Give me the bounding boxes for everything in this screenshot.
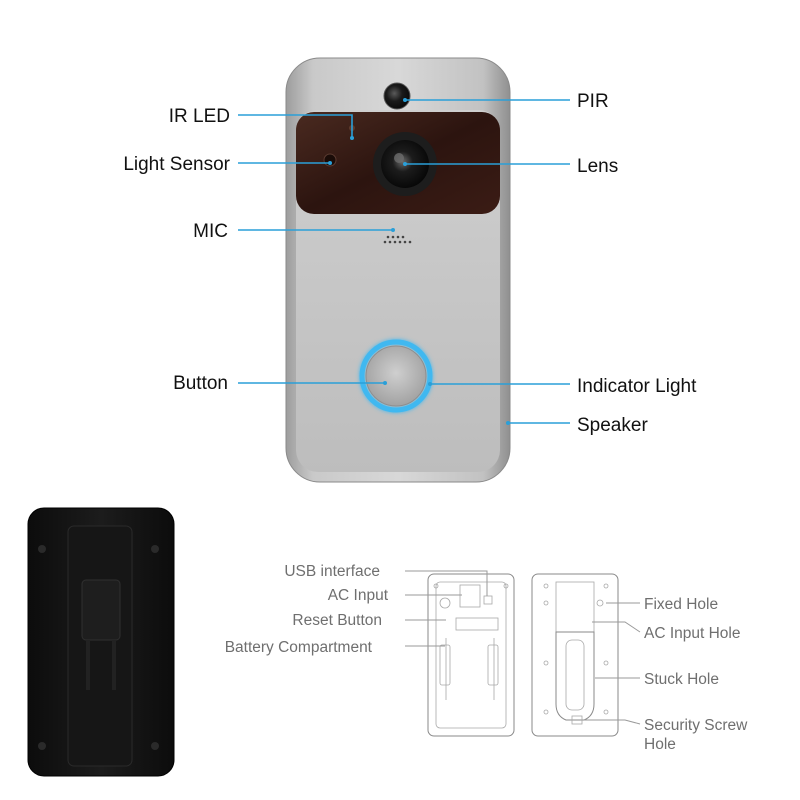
label-usb-interface: USB interface [284,563,380,580]
label-pir: PIR [577,91,609,112]
back-sketch [427,573,515,737]
label-ac-input: AC Input [328,587,389,604]
label-security-screw-hole-line2: Hole [644,736,676,753]
label-ir-led: IR LED [169,106,230,127]
label-lens: Lens [577,156,618,177]
label-reset-button: Reset Button [292,612,382,629]
label-security-screw-hole: Security Screw [644,717,748,734]
doorbell-front [285,57,511,483]
pir-sensor [383,82,411,110]
back-callouts [405,570,641,725]
doorbell-button [365,345,427,407]
label-speaker: Speaker [577,415,648,436]
label-fixed-hole: Fixed Hole [644,596,718,613]
label-button: Button [173,373,228,394]
indicator-light-ring [359,339,433,413]
bracket-sketch [531,573,619,737]
label-indicator-light: Indicator Light [577,376,697,397]
label-mic: MIC [193,221,228,242]
mic-holes [383,235,412,244]
label-ac-input-hole: AC Input Hole [644,625,741,642]
label-light-sensor: Light Sensor [123,154,230,175]
label-battery-compartment: Battery Compartment [225,639,373,656]
mounting-bracket [27,507,175,777]
label-stuck-hole: Stuck Hole [644,671,719,688]
front-callouts [238,98,570,425]
